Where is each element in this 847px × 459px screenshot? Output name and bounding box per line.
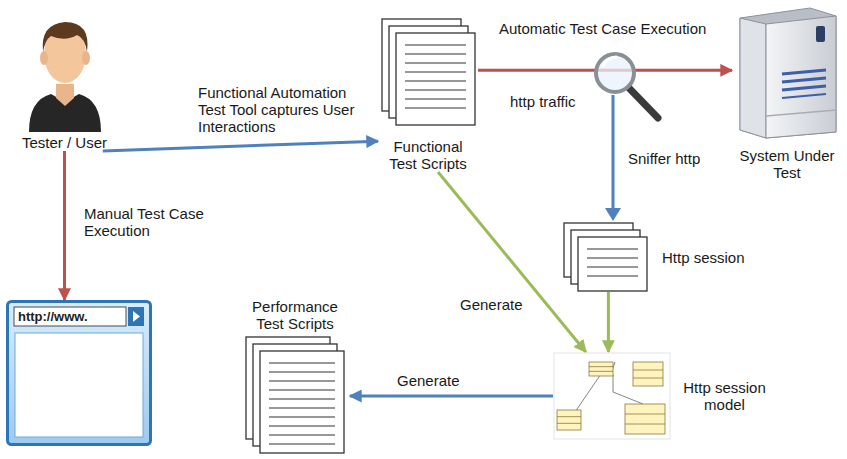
icon-part: [269, 434, 335, 435]
icon-part: [405, 89, 466, 90]
icon-part: [269, 362, 335, 363]
icon-part: [740, 18, 766, 138]
node-illustration: [563, 222, 648, 292]
icon-part: [269, 389, 335, 390]
icon-part: [625, 404, 665, 434]
icon-part: [405, 53, 466, 54]
node-icon: [245, 336, 345, 454]
icon-part: [766, 110, 836, 116]
node-illustration: [25, 2, 105, 132]
address-text: http://www.: [18, 308, 88, 325]
node-label: Functional Test Scripts: [378, 138, 478, 172]
flow-arrow: [63, 151, 66, 300]
node-illustration: [381, 18, 476, 126]
icon-part: [260, 351, 344, 453]
node-label: Http session model: [677, 379, 772, 413]
icon-part: [42, 22, 87, 52]
icon-part: [396, 33, 475, 125]
diagram-node: Http session model: [553, 352, 772, 440]
icon-part: [587, 248, 638, 249]
icon-part: [269, 443, 335, 444]
icon-part: [269, 407, 335, 408]
node-illustration: [553, 352, 671, 440]
edge-label: Manual Test Case Execution: [82, 205, 211, 239]
icon-part: [15, 333, 143, 437]
icon-part: [405, 62, 466, 63]
icon-part: [269, 416, 335, 417]
icon-part: [633, 378, 663, 379]
icon-part: [405, 80, 466, 81]
node-label: Performance Test Scripts: [240, 298, 350, 332]
icon-part: [740, 8, 836, 138]
icon-part: [782, 86, 826, 90]
icon-part: [269, 425, 335, 426]
icon-part: [633, 362, 663, 386]
node-illustration: [732, 4, 842, 139]
icon-part: [133, 311, 140, 322]
icon-part: [625, 424, 665, 425]
diagram-node: Functional Test Scripts: [378, 18, 478, 172]
icon-part: [578, 237, 647, 291]
node-icon: [381, 18, 476, 126]
node-label: Tester / User: [22, 134, 107, 151]
node-label: Http session: [662, 249, 745, 266]
icon-part: [40, 51, 48, 65]
icon-part: [269, 380, 335, 381]
edge-label: Generate: [458, 296, 525, 313]
icon-part: [554, 353, 670, 439]
free-label: Sniffer http: [626, 150, 702, 167]
diagram-node: http://www.: [6, 300, 152, 446]
icon-part: [782, 70, 826, 74]
node-icon: [732, 4, 842, 139]
icon-part: [14, 307, 126, 326]
diagram-node: System Under Test: [732, 4, 842, 181]
icon-part: [782, 78, 826, 82]
icon-part: [269, 371, 335, 372]
icon-part: [625, 414, 665, 415]
icon-part: [405, 44, 466, 45]
node-icon: [563, 222, 648, 292]
icon-part: [128, 307, 144, 326]
sniffer-arrowhead: [605, 208, 621, 221]
flow-arrow: [103, 141, 378, 151]
icon-part: [557, 416, 581, 417]
magnifier-handle: [629, 88, 658, 118]
magnifier-lens: [596, 54, 634, 92]
icon-part: [587, 257, 638, 258]
icon-part: [405, 71, 466, 72]
free-label: http traffic: [508, 93, 578, 110]
edge-label: Functional Automation Test Tool captures…: [196, 84, 360, 135]
node-illustration: [245, 336, 345, 454]
icon-part: [633, 370, 663, 371]
node-icon: [553, 352, 671, 440]
diagram-node: Tester / User: [22, 2, 107, 151]
icon-part: [587, 266, 638, 267]
lens-glint: [603, 57, 616, 66]
icon-part: [589, 366, 613, 367]
icon-part: [589, 371, 613, 372]
icon-part: [557, 423, 581, 424]
icon-part: [766, 16, 836, 138]
sniffer-arrow: [612, 95, 615, 210]
edge-label: Automatic Test Case Execution: [497, 20, 708, 37]
flow-arrow: [350, 395, 553, 398]
node-icon: [25, 2, 105, 132]
icon-part: [405, 107, 466, 108]
icon-part: [589, 362, 613, 376]
icon-part: [816, 26, 825, 42]
icon-part: [82, 51, 90, 65]
icon-part: [557, 410, 581, 430]
diagram-node: Http session: [563, 222, 745, 292]
flow-arrow: [607, 292, 610, 352]
edge-label: Generate: [395, 372, 462, 389]
diagram-node: Performance Test Scripts: [240, 298, 350, 454]
icon-part: [269, 398, 335, 399]
icon-part: [56, 84, 74, 106]
icon-part: [405, 98, 466, 99]
icon-part: [8, 302, 151, 445]
node-label: System Under Test: [733, 147, 841, 181]
icon-part: [587, 275, 638, 276]
icon-part: [782, 94, 826, 98]
